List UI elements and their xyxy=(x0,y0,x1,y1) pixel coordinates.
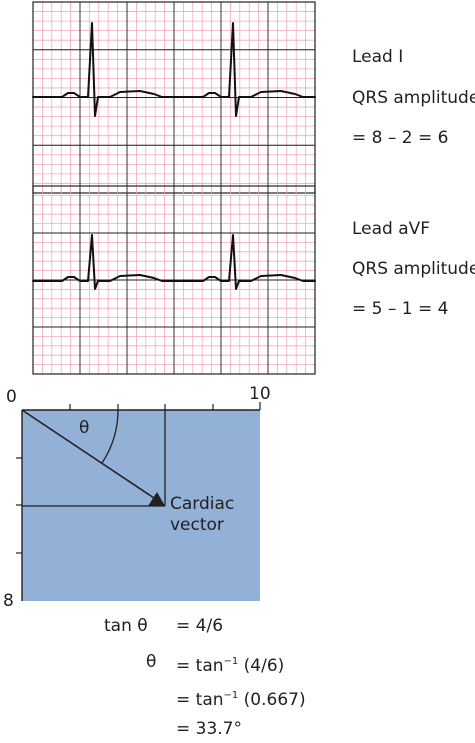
calc-line1-rhs: = 4/6 xyxy=(176,616,224,636)
x-max-label: 10 xyxy=(249,384,271,404)
lead-avf-qrs-equation: = 5 – 1 = 4 xyxy=(352,299,449,319)
lead-i-qrs-equation: = 8 – 2 = 6 xyxy=(352,128,449,148)
lead-avf-qrs-label: QRS amplitude xyxy=(352,259,475,279)
origin-label: 0 xyxy=(6,387,17,407)
cardiac-vector-arrowhead xyxy=(148,492,165,506)
calc-line3-rhs: = tan−1 (0.667) xyxy=(176,690,306,710)
y-max-label: 8 xyxy=(3,591,14,611)
cardiac-vector-diagram xyxy=(16,402,261,601)
lead-avf-label: Lead aVF xyxy=(352,219,431,239)
calc-line4-result: = 33.7° xyxy=(176,719,242,739)
cardiac-vector-line xyxy=(21,409,155,499)
calc-line2-rhs: = tan−1 (4/6) xyxy=(176,656,285,676)
ecg-major-grid xyxy=(33,186,315,374)
calc-line1-lhs: tan θ xyxy=(104,616,148,636)
ecg-trace xyxy=(32,234,316,290)
ecg-trace xyxy=(32,22,316,117)
calc-line2-lhs: θ xyxy=(146,652,157,672)
lead-i-ecg-strip xyxy=(32,1,316,194)
cardiac-vector-label-line2: vector xyxy=(170,515,224,535)
lead-i-label: Lead I xyxy=(352,47,404,67)
lead-i-qrs-label: QRS amplitude xyxy=(352,88,475,108)
cardiac-vector-label-line1: Cardiac xyxy=(170,494,235,514)
angle-theta-arc xyxy=(101,409,119,464)
angle-theta-label: θ xyxy=(79,418,90,438)
lead-avf-ecg-strip xyxy=(32,185,316,375)
